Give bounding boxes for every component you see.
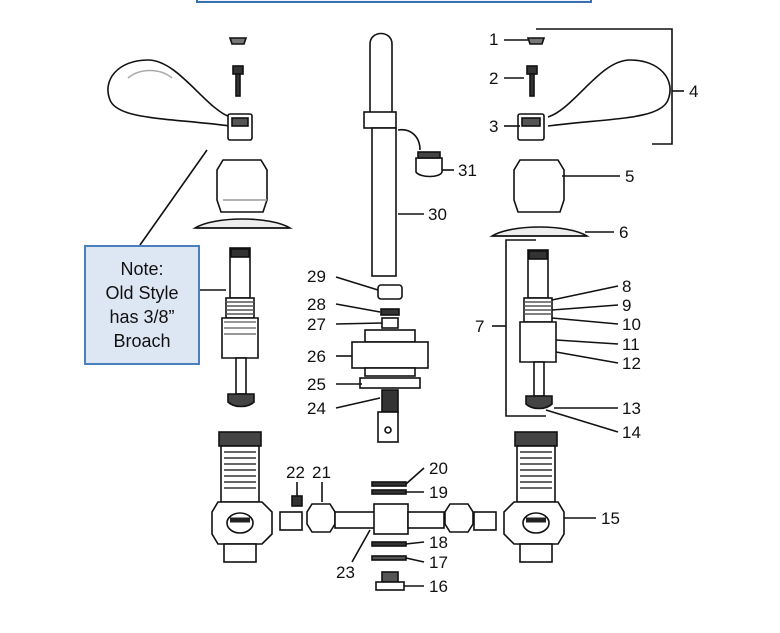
callout-19: 19 <box>429 483 448 502</box>
center-nut-16 <box>375 571 405 591</box>
callout-28: 28 <box>307 295 326 314</box>
right-valve-body <box>503 431 565 563</box>
spout-shank-24 <box>377 389 399 443</box>
spout-oring-28 <box>380 308 400 316</box>
note-line-1: Note: <box>120 259 164 279</box>
callout-29: 29 <box>307 267 326 286</box>
right-handle-cap <box>526 37 546 45</box>
left-escutcheon-cap <box>216 159 268 213</box>
header-frame-edge <box>196 0 592 3</box>
right-valve-stem <box>519 249 557 410</box>
callout-30: 30 <box>428 205 447 224</box>
callout-labels: 1 2 3 4 5 6 7 8 9 10 11 12 13 14 15 16 1… <box>286 30 698 596</box>
callout-17: 17 <box>429 553 448 572</box>
left-valve-body <box>211 431 273 563</box>
note-line-4: Broach <box>113 331 171 351</box>
note-line-2: Old Style <box>105 283 179 303</box>
right-handle-screw <box>526 65 538 97</box>
right-lever-handle <box>517 59 671 141</box>
left-handle-screw <box>232 65 244 97</box>
spout-washer-27 <box>381 317 399 329</box>
spout-body-26 <box>351 329 429 377</box>
callout-18: 18 <box>429 533 448 552</box>
callout-20: 20 <box>429 459 448 478</box>
callout-9: 9 <box>622 296 631 315</box>
callout-27: 27 <box>307 315 326 334</box>
spout-nut-25 <box>359 377 421 389</box>
callout-leaders <box>196 28 684 587</box>
callout-24: 24 <box>307 399 326 418</box>
callout-26: 26 <box>307 347 326 366</box>
callout-31: 31 <box>458 161 477 180</box>
callout-25: 25 <box>307 375 326 394</box>
crossover-tube-assembly <box>279 495 497 535</box>
left-valve-stem <box>221 247 259 408</box>
spout-nut-29 <box>377 284 403 300</box>
callout-4: 4 <box>689 82 698 101</box>
callout-16: 16 <box>429 577 448 596</box>
callout-6: 6 <box>619 223 628 242</box>
aerator <box>415 151 443 178</box>
callout-11: 11 <box>622 335 640 354</box>
spout-tube <box>363 32 421 277</box>
right-flange <box>489 226 590 237</box>
callout-1: 1 <box>489 30 498 49</box>
right-escutcheon-cap <box>513 159 565 213</box>
left-lever-handle <box>107 59 253 141</box>
left-handle-cap <box>228 37 248 45</box>
callout-14: 14 <box>622 423 641 442</box>
callout-23: 23 <box>336 563 355 582</box>
callout-3: 3 <box>489 117 498 136</box>
callout-21: 21 <box>312 463 331 482</box>
callout-2: 2 <box>489 69 498 88</box>
callout-5: 5 <box>625 167 634 186</box>
note-box: Note: Old Style has 3/8” Broach <box>84 245 200 365</box>
callout-15: 15 <box>601 509 620 528</box>
callout-12: 12 <box>622 354 641 373</box>
left-flange <box>192 218 293 229</box>
note-leader-line <box>139 149 208 246</box>
callout-7: 7 <box>475 317 484 336</box>
callout-8: 8 <box>622 277 631 296</box>
callout-10: 10 <box>622 315 641 334</box>
callout-22: 22 <box>286 463 305 482</box>
note-line-3: has 3/8” <box>109 307 175 327</box>
callout-13: 13 <box>622 399 641 418</box>
